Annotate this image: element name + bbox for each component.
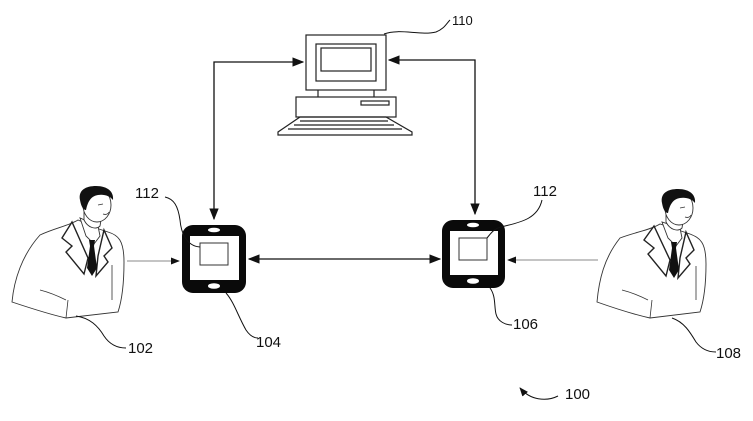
ref-label-108: 108	[716, 345, 741, 362]
leader-line-112-right	[486, 199, 543, 239]
ref-label-104: 104	[256, 334, 281, 351]
ref-label-112-right: 112	[533, 183, 557, 200]
leader-line-102	[75, 315, 127, 349]
connector-device-left-server	[209, 57, 305, 221]
mobile-device-icon-104	[182, 225, 246, 293]
mobile-device-icon-106	[442, 220, 505, 288]
leader-line-108	[671, 317, 717, 353]
ref-label-102: 102	[128, 340, 153, 357]
ref-label-106: 106	[513, 316, 538, 333]
ref-label-100: 100	[565, 386, 590, 403]
leader-line-112-left	[164, 196, 201, 248]
ref-label-110: 110	[452, 13, 473, 28]
person-icon-108	[596, 189, 707, 319]
ref-label-112-left: 112	[135, 185, 159, 202]
figure-ref-arrow	[519, 387, 559, 400]
computer-icon	[277, 34, 413, 136]
leader-line-106	[489, 287, 513, 326]
leader-line-104	[225, 292, 259, 339]
connector-device-right-server	[387, 55, 480, 216]
leader-line-110	[383, 19, 451, 35]
person-icon-102	[11, 186, 125, 319]
